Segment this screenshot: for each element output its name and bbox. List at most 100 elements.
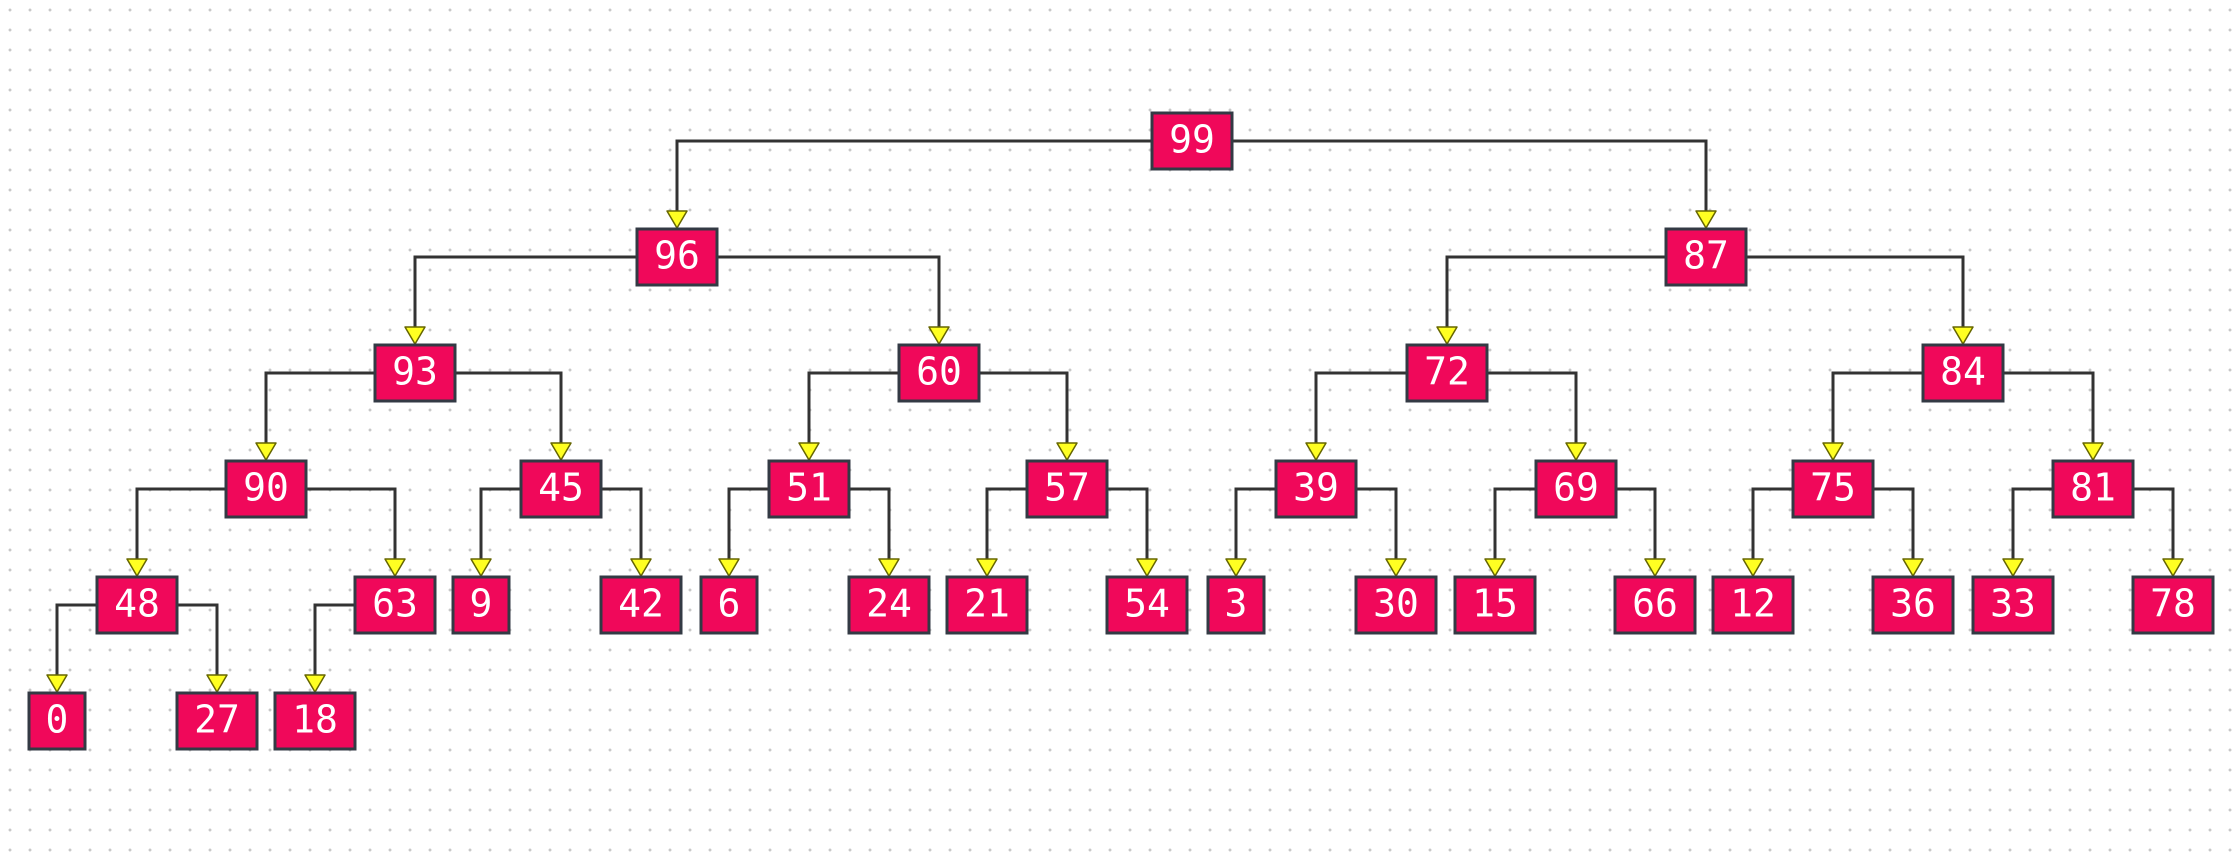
node-box bbox=[451, 575, 511, 635]
edge-n75-n36 bbox=[1873, 487, 1924, 577]
tree-node-57: 57 bbox=[1025, 459, 1109, 519]
tree-node-60: 60 bbox=[897, 343, 981, 403]
node-box bbox=[95, 575, 179, 635]
edges-layer bbox=[46, 139, 2184, 693]
node-box bbox=[1025, 459, 1109, 519]
arrowhead-icon bbox=[1952, 326, 1974, 345]
edge-n96-n93 bbox=[404, 255, 637, 345]
edge-line bbox=[1873, 487, 1915, 559]
node-box bbox=[1664, 227, 1748, 287]
tree-node-66: 66 bbox=[1613, 575, 1697, 635]
edge-line bbox=[727, 487, 769, 559]
edge-line bbox=[135, 487, 226, 559]
edge-line bbox=[1493, 487, 1536, 559]
arrowhead-icon bbox=[1695, 210, 1717, 229]
edge-line bbox=[717, 255, 941, 327]
node-box bbox=[1971, 575, 2055, 635]
edge-n51-n6 bbox=[718, 487, 769, 577]
node-box bbox=[353, 575, 437, 635]
node-label: 21 bbox=[964, 582, 1010, 626]
edge-line bbox=[413, 255, 637, 327]
edge-line bbox=[1314, 371, 1407, 443]
node-label: 6 bbox=[718, 582, 741, 626]
tree-node-54: 54 bbox=[1105, 575, 1189, 635]
tree-node-48: 48 bbox=[95, 575, 179, 635]
arrowhead-icon bbox=[1385, 558, 1407, 577]
tree-node-72: 72 bbox=[1405, 343, 1489, 403]
arrowhead-icon bbox=[718, 558, 740, 577]
node-box bbox=[519, 459, 603, 519]
edge-line bbox=[1232, 139, 1708, 211]
edge-line bbox=[1487, 371, 1578, 443]
arrowhead-icon bbox=[878, 558, 900, 577]
node-label: 87 bbox=[1683, 234, 1729, 278]
node-box bbox=[2051, 459, 2135, 519]
edge-line bbox=[177, 603, 219, 675]
arrowhead-icon bbox=[384, 558, 406, 577]
edge-n84-n75 bbox=[1822, 371, 1923, 461]
node-box bbox=[635, 227, 719, 287]
tree-node-30: 30 bbox=[1354, 575, 1438, 635]
arrowhead-icon bbox=[1225, 558, 1247, 577]
edge-n48-n27 bbox=[177, 603, 228, 693]
node-label: 63 bbox=[372, 582, 418, 626]
arrowhead-icon bbox=[630, 558, 652, 577]
node-label: 93 bbox=[392, 350, 438, 394]
arrowhead-icon bbox=[46, 674, 68, 693]
node-label: 99 bbox=[1169, 118, 1215, 162]
edge-line bbox=[1107, 487, 1149, 559]
node-box bbox=[1453, 575, 1537, 635]
node-box bbox=[273, 691, 357, 751]
edge-n39-n30 bbox=[1356, 487, 1407, 577]
arrowhead-icon bbox=[976, 558, 998, 577]
edge-line bbox=[1751, 487, 1793, 559]
node-box bbox=[1206, 575, 1266, 635]
edge-n99-n87 bbox=[1232, 139, 1717, 229]
edge-line bbox=[849, 487, 891, 559]
node-box bbox=[27, 691, 87, 751]
node-box bbox=[1534, 459, 1618, 519]
arrowhead-icon bbox=[1742, 558, 1764, 577]
node-box bbox=[897, 343, 981, 403]
edge-n99-n96 bbox=[666, 139, 1152, 229]
node-box bbox=[1150, 111, 1234, 171]
node-box bbox=[1921, 343, 2005, 403]
edge-line bbox=[1746, 255, 1965, 327]
edge-n69-n15 bbox=[1484, 487, 1536, 577]
arrowhead-icon bbox=[126, 558, 148, 577]
edge-line bbox=[313, 603, 355, 675]
edge-n87-n84 bbox=[1746, 255, 1974, 345]
edge-line bbox=[1616, 487, 1657, 559]
edge-n90-n48 bbox=[126, 487, 226, 577]
edge-n81-n78 bbox=[2133, 487, 2184, 577]
edge-line bbox=[807, 371, 899, 443]
node-box bbox=[2131, 575, 2215, 635]
edge-line bbox=[979, 371, 1069, 443]
tree-node-45: 45 bbox=[519, 459, 603, 519]
edge-n75-n12 bbox=[1742, 487, 1793, 577]
arrowhead-icon bbox=[1436, 326, 1458, 345]
tree-node-99: 99 bbox=[1150, 111, 1234, 171]
arrowhead-icon bbox=[1056, 442, 1078, 461]
node-label: 78 bbox=[2150, 582, 2196, 626]
tree-node-6: 6 bbox=[699, 575, 759, 635]
arrowhead-icon bbox=[255, 442, 277, 461]
arrowhead-icon bbox=[2082, 442, 2104, 461]
edge-line bbox=[1234, 487, 1276, 559]
edge-line bbox=[1831, 371, 1923, 443]
edge-line bbox=[2133, 487, 2175, 559]
tree-node-36: 36 bbox=[1871, 575, 1955, 635]
edge-n39-n3 bbox=[1225, 487, 1276, 577]
node-label: 54 bbox=[1124, 582, 1170, 626]
arrowhead-icon bbox=[470, 558, 492, 577]
tree-node-96: 96 bbox=[635, 227, 719, 287]
node-label: 0 bbox=[46, 698, 69, 742]
node-label: 66 bbox=[1632, 582, 1678, 626]
node-box bbox=[373, 343, 457, 403]
edge-line bbox=[306, 487, 397, 559]
arrowhead-icon bbox=[1902, 558, 1924, 577]
node-box bbox=[1613, 575, 1697, 635]
tree-node-90: 90 bbox=[224, 459, 308, 519]
